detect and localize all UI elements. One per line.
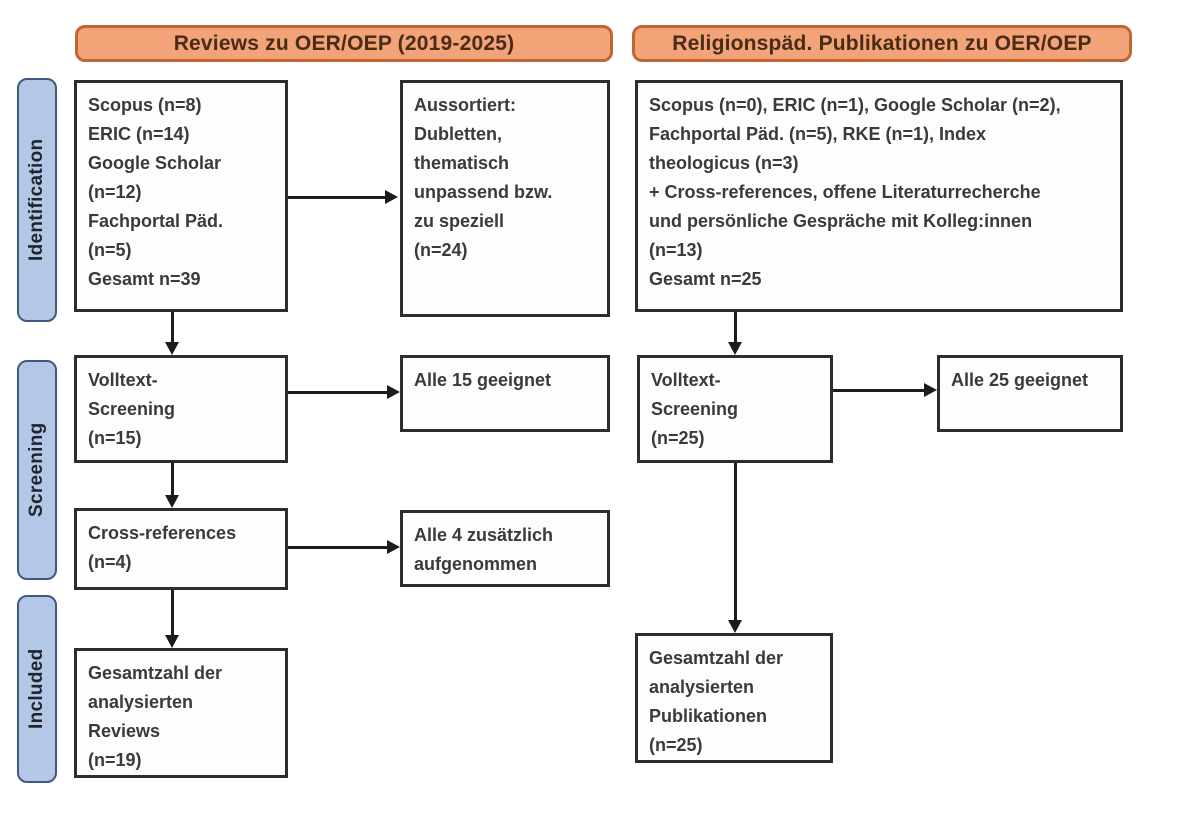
box-publications-fulltext-result: Alle 25 geeignet (937, 355, 1123, 432)
arrow-reviews-fulltext-to-result (288, 385, 400, 399)
column-header-reviews: Reviews zu OER/OEP (2019-2025) (75, 25, 613, 62)
arrow-reviews-crossref-to-result (288, 540, 400, 554)
arrow-publications-fulltext-to-total (728, 463, 742, 633)
stage-label-included: Included (17, 595, 57, 783)
box-reviews-excluded: Aussortiert: Dubletten, thematisch unpas… (400, 80, 610, 317)
arrow-publications-fulltext-to-result (833, 383, 937, 397)
column-header-publications: Religionspäd. Publikationen zu OER/OEP (632, 25, 1132, 62)
box-reviews-fulltext-result: Alle 15 geeignet (400, 355, 610, 432)
box-reviews-cross-references: Cross-references (n=4) (74, 508, 288, 590)
stage-label-screening: Screening (17, 360, 57, 580)
stage-label-identification: Identification (17, 78, 57, 322)
arrow-publications-sources-to-fulltext (728, 312, 742, 355)
arrow-reviews-sources-to-excluded (288, 190, 398, 204)
box-publications-fulltext-screening: Volltext- Screening (n=25) (637, 355, 833, 463)
arrow-reviews-crossref-to-total (165, 590, 179, 648)
arrow-reviews-fulltext-to-crossref (165, 463, 179, 508)
box-reviews-fulltext-screening: Volltext- Screening (n=15) (74, 355, 288, 463)
box-publications-sources: Scopus (n=0), ERIC (n=1), Google Scholar… (635, 80, 1123, 312)
box-reviews-total-included: Gesamtzahl der analysierten Reviews (n=1… (74, 648, 288, 778)
box-publications-total-included: Gesamtzahl der analysierten Publikatione… (635, 633, 833, 763)
arrow-reviews-sources-to-fulltext (165, 312, 179, 355)
box-reviews-sources: Scopus (n=8) ERIC (n=14) Google Scholar … (74, 80, 288, 312)
box-reviews-cross-references-result: Alle 4 zusätzlich aufgenommen (400, 510, 610, 587)
